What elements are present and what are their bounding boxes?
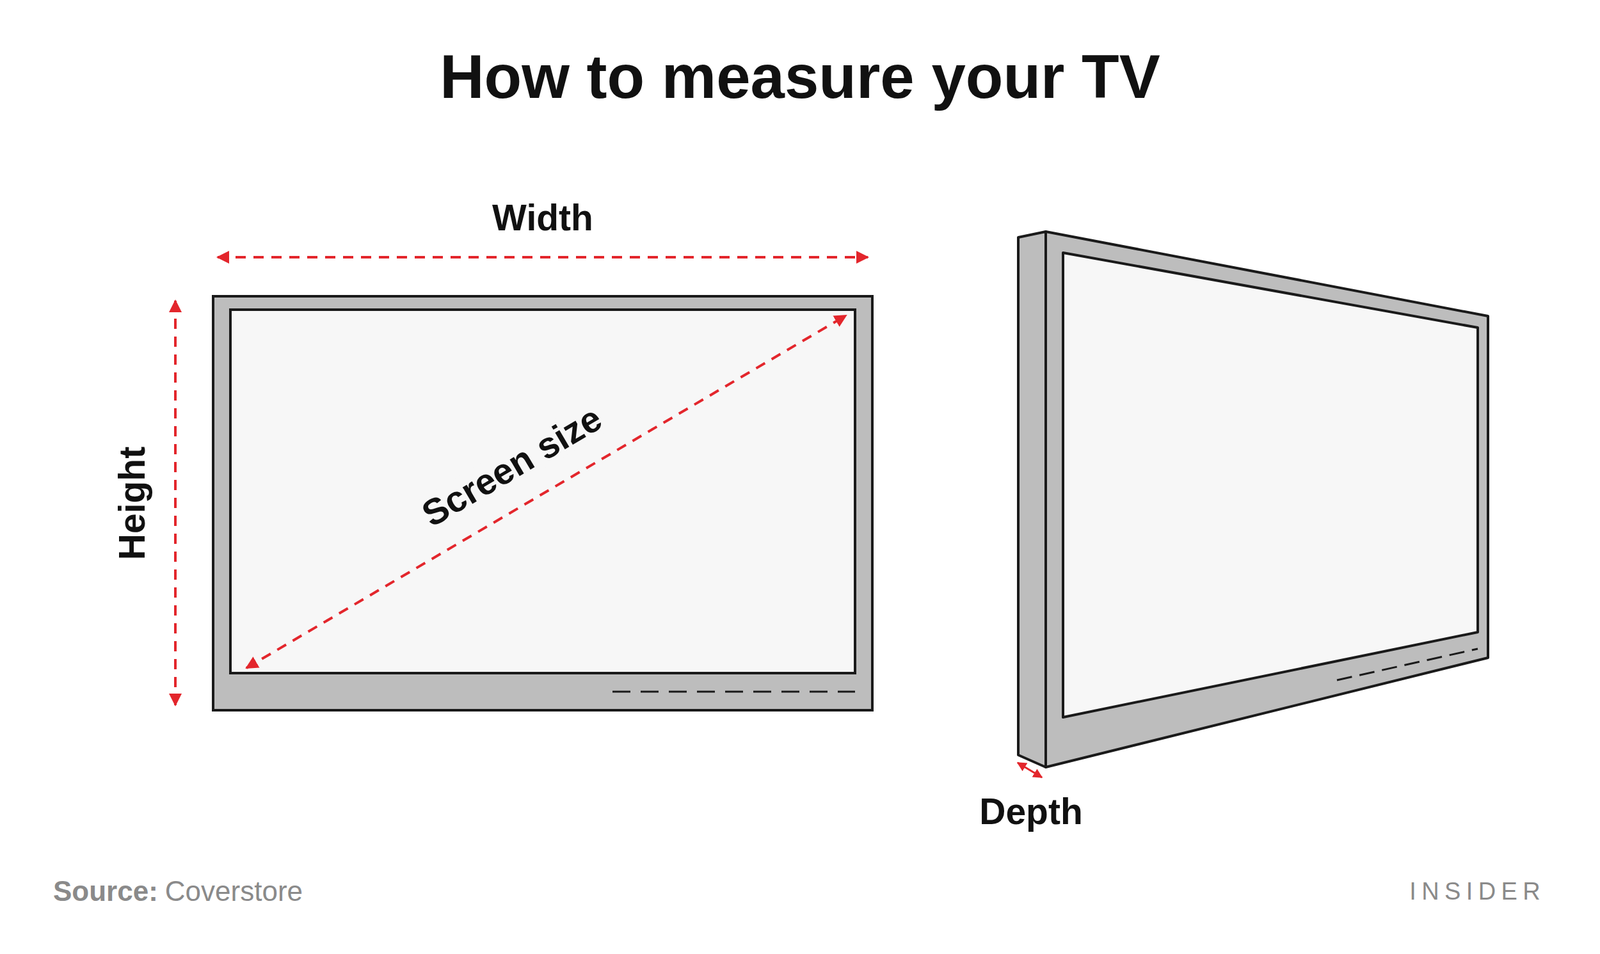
tv-side — [1018, 231, 1046, 768]
source-name: Coverstore — [165, 877, 303, 906]
tv-front — [1045, 231, 1488, 768]
screen-size-arrow — [246, 315, 847, 669]
tv-screen — [230, 309, 856, 674]
speaker-grille — [612, 691, 856, 694]
dimension-label: Depth — [979, 793, 1083, 831]
dimension-label: Width — [492, 199, 594, 237]
speaker-grille — [1336, 648, 1478, 681]
tv-bezel — [213, 296, 873, 711]
source-label: Source: — [53, 877, 159, 906]
tv-screen-perspective — [1063, 252, 1478, 718]
title: How to measure your TV — [439, 46, 1161, 108]
depth-arrow — [1017, 762, 1042, 778]
watermark: INSIDER — [1409, 879, 1546, 904]
dimension-label: Height — [113, 439, 151, 566]
width-arrow — [217, 256, 868, 259]
height-arrow — [174, 300, 177, 706]
